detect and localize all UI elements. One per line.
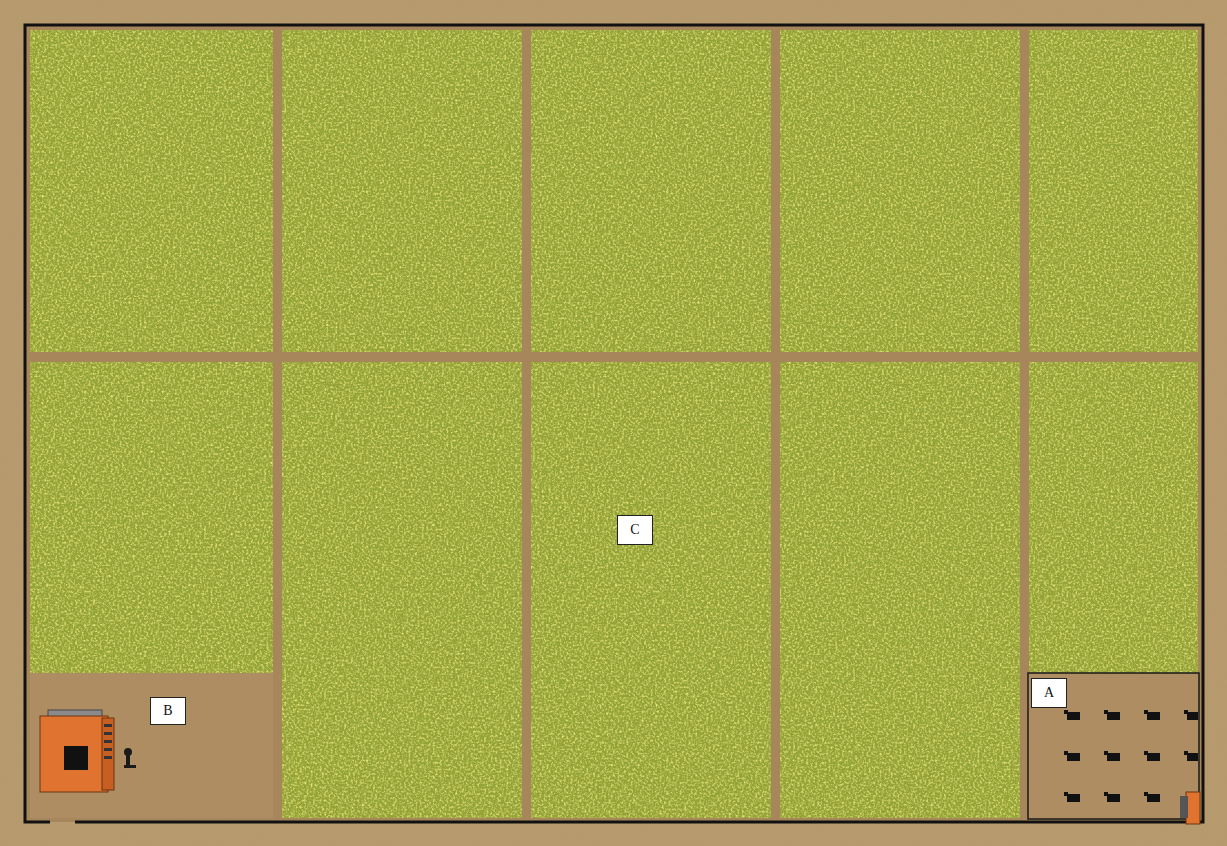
water-pump: [124, 748, 136, 768]
farm-building: [40, 710, 114, 792]
map-label-box: B: [150, 697, 186, 725]
map-label: A: [1044, 685, 1054, 700]
grass-texture-dark: [30, 30, 1198, 818]
fence: [25, 25, 1203, 822]
apiary-area: [1028, 673, 1199, 819]
gate-hut: [1180, 792, 1200, 824]
field-plots: [30, 30, 1198, 818]
yard-area: [30, 673, 273, 818]
map-label: C: [630, 522, 639, 537]
grass-texture-light: [30, 30, 1198, 818]
road-ground: [25, 25, 1203, 822]
map-label: B: [163, 703, 172, 718]
map-label-box: C: [617, 515, 653, 545]
beehives: [1064, 710, 1198, 802]
map-label-box: A: [1031, 678, 1067, 708]
